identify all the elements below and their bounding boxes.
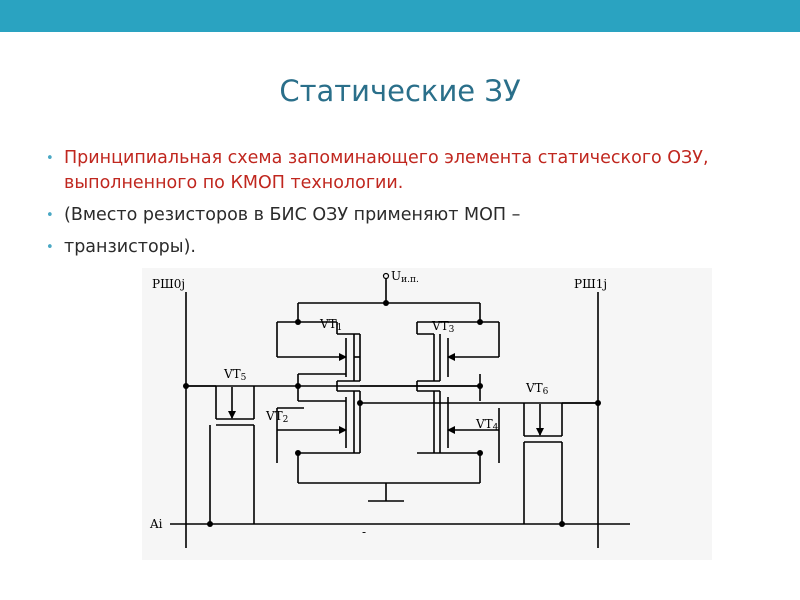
bullet-dot-icon: •: [46, 240, 54, 255]
vt2-label: VT2: [265, 409, 288, 425]
bitline-1-label: РШ1j: [574, 277, 607, 291]
junction-dots: [183, 272, 601, 527]
top-bar: [0, 0, 800, 32]
bitline-0-label: РШ0j: [152, 277, 185, 291]
bullet-list: • Принципиальная схема запоминающего эле…: [42, 146, 762, 267]
vt1-label: VT1: [319, 317, 342, 333]
bullet-item-1: • Принципиальная схема запоминающего эле…: [42, 146, 762, 196]
vt3-label: VT3: [431, 319, 455, 335]
vt4-label: VT4: [475, 417, 499, 433]
slide-title: Статические ЗУ: [279, 74, 521, 108]
bullet-text-2: (Вместо резисторов в БИС ОЗУ применяют М…: [64, 205, 521, 225]
bullet-item-3: • транзисторы).: [42, 235, 762, 260]
bullet-dot-icon: •: [46, 151, 54, 166]
bullet-text-3: транзисторы).: [64, 237, 196, 257]
bullet-item-2: • (Вместо резисторов в БИС ОЗУ применяют…: [42, 203, 762, 228]
dash-label: -: [362, 525, 366, 539]
bullet-text-1: Принципиальная схема запоминающего элеме…: [64, 148, 709, 193]
wordline-label: Ai: [149, 517, 163, 531]
circuit-diagram: РШ0j РШ1j Uи.п. Ai - VT1 VT2 VT3 VT4 VT5…: [142, 268, 712, 560]
circuit-svg: РШ0j РШ1j Uи.п. Ai - VT1 VT2 VT3 VT4 VT5…: [149, 269, 630, 548]
vt6-label: VT6: [525, 381, 549, 397]
bullet-dot-icon: •: [46, 208, 54, 223]
supply-label: Uи.п.: [391, 269, 419, 285]
vt5-label: VT5: [223, 367, 247, 383]
